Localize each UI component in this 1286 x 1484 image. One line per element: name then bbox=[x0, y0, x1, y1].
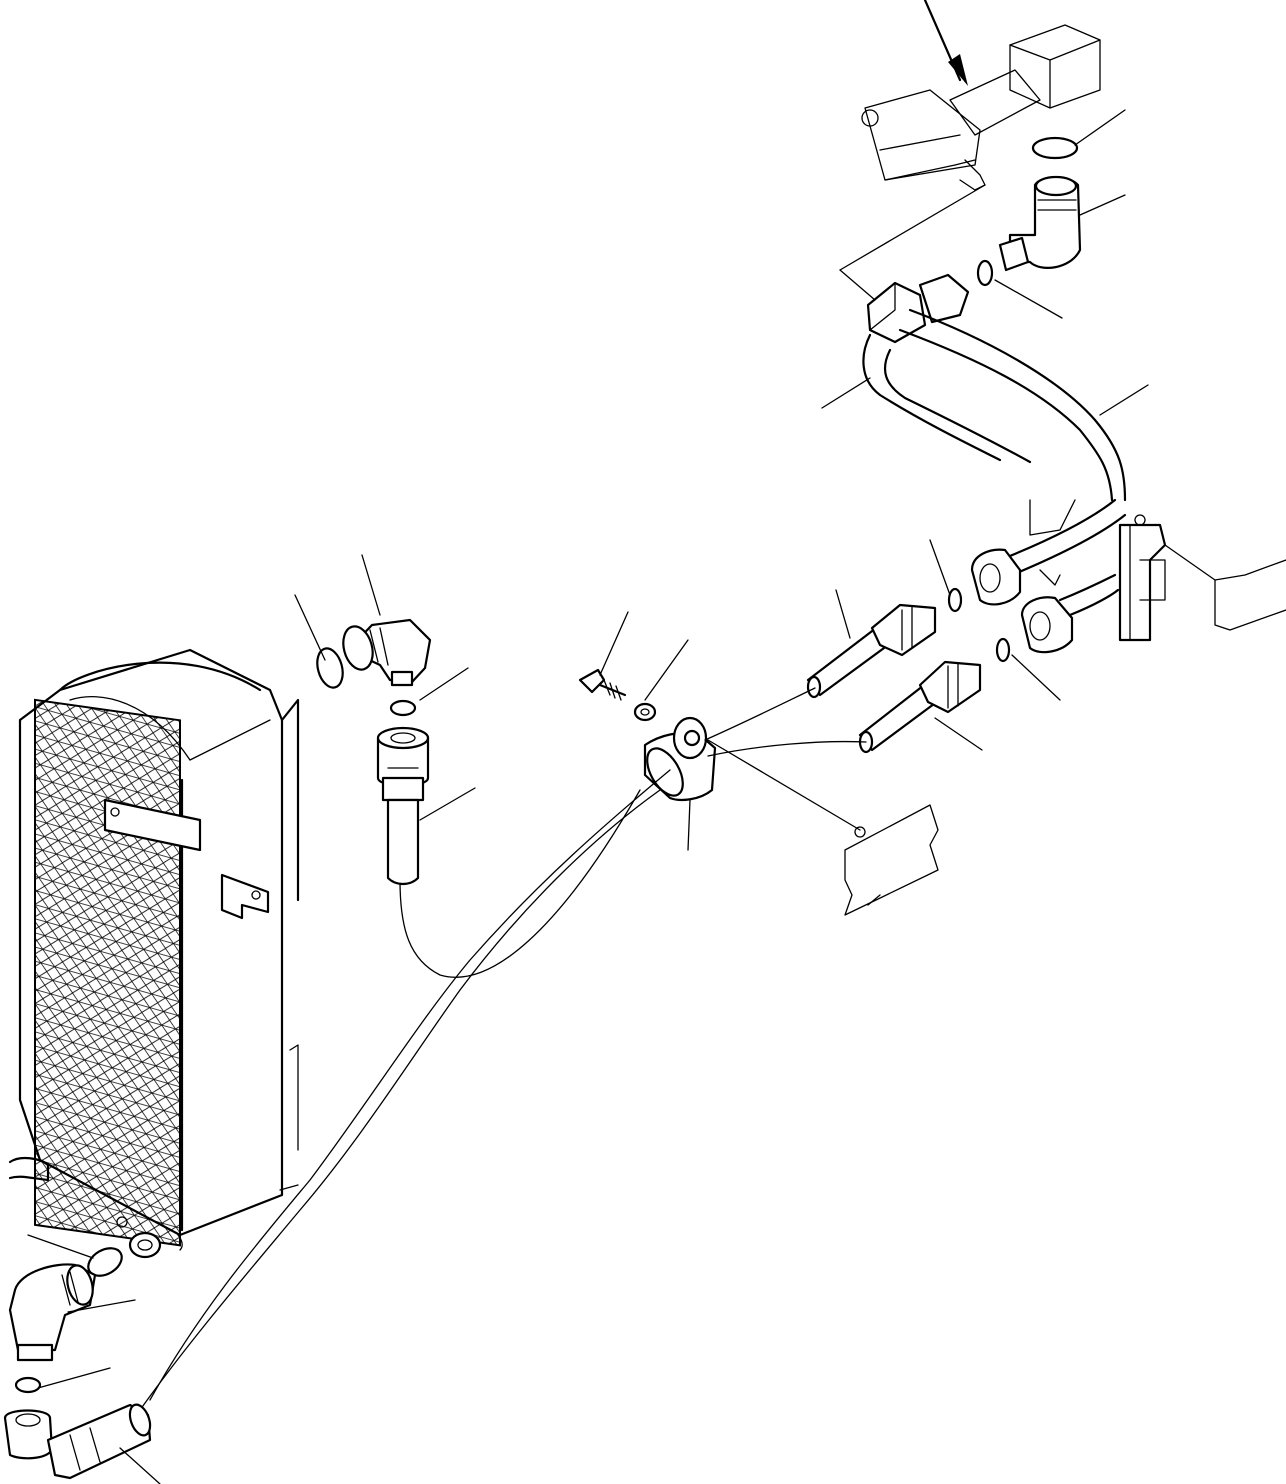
callout-leader-lines bbox=[27, 109, 1149, 1484]
top-right-fittings bbox=[866, 136, 1082, 344]
upper-right-hose-ends bbox=[806, 603, 982, 754]
valve-block-right bbox=[998, 498, 1286, 642]
hoses bbox=[139, 687, 867, 1411]
bottom-left-elbow-fittings bbox=[3, 1216, 162, 1480]
upper-right-nut-fittings bbox=[947, 548, 1074, 663]
top-right-pipes bbox=[839, 184, 1127, 502]
oil-cooler-radiator bbox=[8, 648, 300, 1251]
control-valve-assembly bbox=[861, 0, 1101, 191]
hose-clamp-assembly bbox=[578, 668, 717, 801]
mounting-detail-box bbox=[844, 804, 939, 916]
upper-center-elbow bbox=[316, 618, 432, 886]
